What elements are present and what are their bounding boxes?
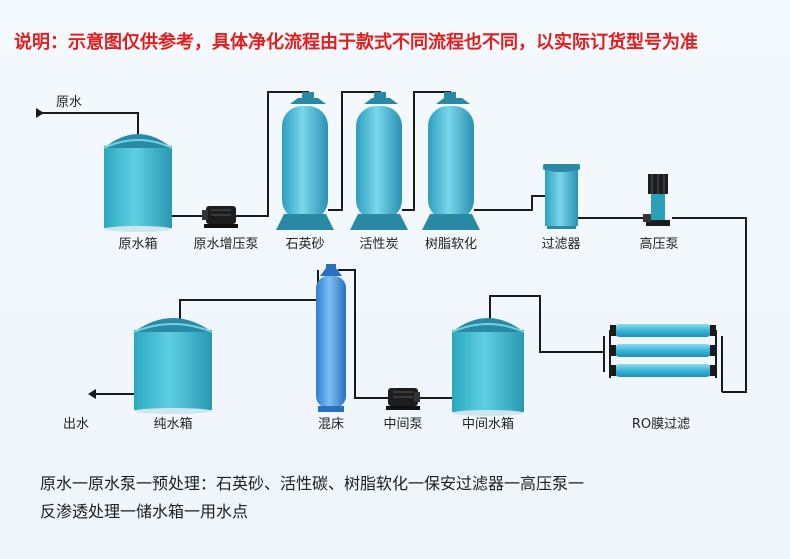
intermediate-water-tank <box>451 318 525 416</box>
summary-line-1: 原水一原水泵一预处理：石英砂、活性碳、树脂软化一保安过滤器一高压泵一 <box>40 474 585 493</box>
outlet-arrow-icon <box>88 389 96 399</box>
ro-membrane-array <box>610 324 716 377</box>
pure-water-tank <box>133 318 213 414</box>
disclaimer-notice: 说明：示意图仅供参考，具体净化流程由于款式不同流程也不同，以实际订货型号为准 <box>14 32 698 53</box>
label-raw-water-in: 原水 <box>56 95 82 110</box>
raw-water-inlet-pipe <box>36 112 139 135</box>
pipe-mixed-bed-to-pure-tank <box>179 270 319 320</box>
pipe-pump-to-mixed-bed <box>338 269 388 399</box>
label-water-out: 出水 <box>63 417 89 432</box>
resin-softener-filter <box>422 92 480 230</box>
label-pure-tank: 纯水箱 <box>153 416 192 432</box>
label-raw-tank: 原水箱 <box>118 236 157 252</box>
summary-line-2: 反渗透处理一储水箱一用水点 <box>40 502 249 521</box>
label-high-pressure-pump: 高压泵 <box>639 236 678 252</box>
activated-carbon-filter <box>350 92 408 230</box>
pipe-ro-to-intermediate-tank <box>489 295 604 353</box>
label-intermediate-tank: 中间水箱 <box>462 416 514 432</box>
label-quartz-sand: 石英砂 <box>285 237 324 252</box>
flow-diagram: 原水 原水箱 原水增压泵 石英砂 活性炭 树脂软化 过滤器 高压泵 RO膜过滤 … <box>36 91 747 432</box>
security-filter <box>543 164 580 229</box>
quartz-sand-filter <box>276 92 334 230</box>
pipe-resin-to-filter <box>474 195 545 211</box>
high-pressure-pump <box>643 174 670 226</box>
label-booster-pump: 原水增压泵 <box>193 237 258 252</box>
pipe-hppump-to-ro <box>672 217 747 393</box>
mixed-bed-column <box>316 264 346 412</box>
raw-water-tank <box>103 134 173 232</box>
label-resin-softener: 树脂软化 <box>425 237 477 252</box>
label-intermediate-pump: 中间泵 <box>383 417 422 432</box>
inlet-arrow-icon <box>36 108 44 118</box>
label-filter: 过滤器 <box>541 237 580 252</box>
label-ro-membrane: RO膜过滤 <box>632 417 690 432</box>
label-activated-carbon: 活性炭 <box>359 237 398 252</box>
label-mixed-bed: 混床 <box>318 417 344 432</box>
process-summary: 原水一原水泵一预处理：石英砂、活性碳、树脂软化一保安过滤器一高压泵一 反渗透处理… <box>40 470 760 526</box>
booster-pump <box>202 206 238 228</box>
intermediate-pump <box>386 388 420 410</box>
